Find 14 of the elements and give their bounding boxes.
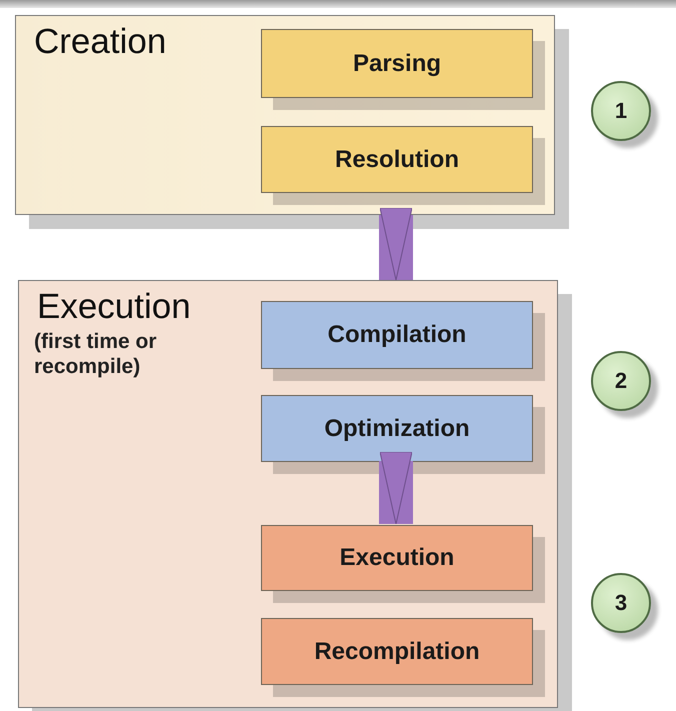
process-box: Resolution	[261, 126, 533, 193]
block-arrow	[379, 452, 413, 524]
process-box: Compilation	[261, 301, 533, 369]
step-number-circle: 1	[591, 81, 651, 141]
process-box: Optimization	[261, 395, 533, 462]
step-number-circle: 3	[591, 573, 651, 633]
process-box: Parsing	[261, 29, 533, 98]
process-box: Recompilation	[261, 618, 533, 685]
panel-title: Execution	[37, 287, 191, 327]
step-number-circle: 2	[591, 351, 651, 411]
block-arrow	[379, 208, 413, 280]
panel-title: Creation	[34, 22, 166, 62]
panel-subtitle: (first time or recompile)	[34, 329, 158, 380]
process-box: Execution	[261, 525, 533, 591]
